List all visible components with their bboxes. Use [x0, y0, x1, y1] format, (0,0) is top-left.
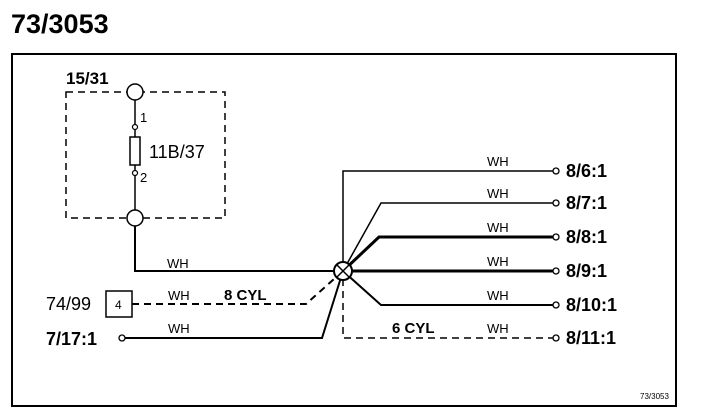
diagram-frame: [11, 53, 677, 407]
supply-terminal: [126, 83, 144, 101]
connector-8-11-pin: [552, 334, 560, 342]
pin-2-dot: [131, 169, 139, 177]
connector-8-8-pin: [552, 233, 560, 241]
wire-8-8-color: WH: [487, 220, 509, 235]
wire-74-99-note: 8 CYL: [224, 287, 267, 304]
connector-7-17-pin: [118, 334, 126, 342]
supply-label: 15/31: [66, 69, 109, 88]
wire-8-11-color: WH: [487, 321, 509, 336]
connector-8-11-label: 8/11:1: [566, 328, 616, 348]
connector-7-17-label: 7/17:1: [46, 329, 97, 349]
wire-8-10-color: WH: [487, 288, 509, 303]
connector-8-10-pin: [552, 301, 560, 309]
lower-terminal: [126, 209, 144, 227]
connector-8-7-pin: [552, 199, 560, 207]
connector-8-8-label: 8/8:1: [566, 227, 607, 247]
connector-8-6-pin: [552, 167, 560, 175]
pin-1-label: 1: [140, 110, 147, 125]
wire-8-7: [342, 202, 553, 272]
trunk-wire-color: WH: [167, 256, 189, 271]
component-enclosure: [65, 91, 226, 219]
wire-8-10: [342, 270, 553, 306]
pin-1-dot: [131, 123, 139, 131]
wire-74-99: [132, 270, 344, 305]
pin-2-label: 2: [140, 170, 147, 185]
splice-cross-b: [336, 264, 350, 278]
connector-8-10-label: 8/10:1: [566, 295, 617, 315]
wire-7-17: [125, 270, 344, 339]
wire-8-11: [342, 279, 553, 339]
fuse-symbol: [129, 136, 141, 166]
wire-8-8: [341, 235, 553, 273]
wire-8-7-color: WH: [487, 186, 509, 201]
wire-8-6-color: WH: [487, 154, 509, 169]
component-label: 11B/37: [149, 142, 205, 162]
wire-7-17-color: WH: [168, 321, 190, 336]
image-id-label: 73/3053: [640, 392, 669, 401]
connector-8-9-pin: [552, 267, 560, 275]
connector-8-6-label: 8/6:1: [566, 161, 607, 181]
wire-8-11-note: 6 CYL: [392, 320, 435, 337]
connector-8-7-label: 8/7:1: [566, 193, 607, 213]
connector-74-99-label: 74/99: [46, 294, 91, 314]
diagram-title: 73/3053: [11, 9, 109, 39]
connector-74-99-box-label: 4: [115, 298, 122, 312]
wire-8-9-color: WH: [487, 254, 509, 269]
wire-74-99-color: WH: [168, 288, 190, 303]
connector-8-9-label: 8/9:1: [566, 261, 607, 281]
trunk-wire: [134, 226, 343, 272]
wire-8-6: [342, 170, 553, 271]
